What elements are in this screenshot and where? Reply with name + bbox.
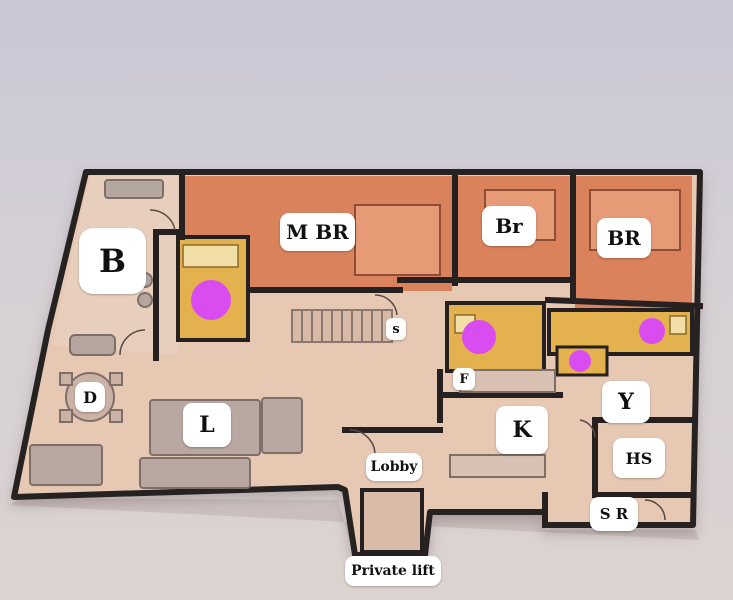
marker-dot-bath-2	[462, 320, 496, 354]
room-label-dining: D	[75, 382, 105, 412]
door-swing-icon	[119, 209, 666, 521]
room-label-small-bedroom: Br	[482, 206, 536, 246]
room-label-servant-room: S R	[590, 497, 638, 531]
room-label-store: s	[386, 318, 406, 340]
marker-dot-master-bath	[191, 280, 231, 320]
stair-icon	[291, 309, 393, 343]
room-label-lobby: Lobby	[366, 453, 422, 481]
room-label-master-bedroom: M BR	[280, 213, 355, 251]
marker-dot-bath-3	[639, 318, 665, 344]
balcony-furniture	[69, 179, 164, 356]
interior-walls	[153, 173, 704, 528]
room-label-living: L	[183, 403, 231, 447]
marker-dot-bath-4	[569, 350, 591, 372]
room-label-bedroom: BR	[597, 218, 651, 258]
room-label-balcony: B	[79, 228, 146, 294]
room-label-kitchen: K	[496, 406, 548, 454]
room-label-fridge: F	[453, 368, 475, 390]
lift-shaft	[360, 488, 424, 554]
kitchen-counter	[449, 369, 556, 478]
room-label-hs: HS	[613, 438, 665, 478]
room-label-private-lift: Private lift	[345, 556, 441, 586]
room-label-yard: Y	[602, 381, 650, 423]
